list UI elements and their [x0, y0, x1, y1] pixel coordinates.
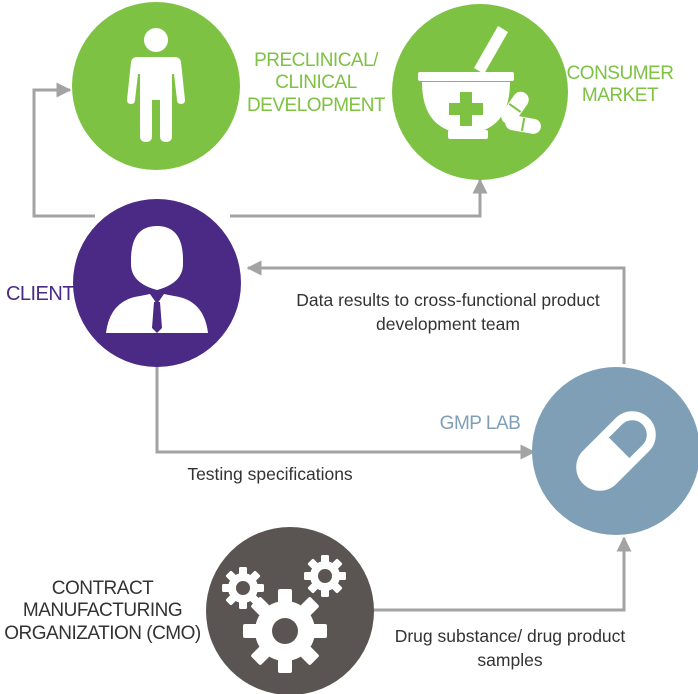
node-cmo: [206, 527, 374, 694]
connectors: [32, 82, 632, 612]
tie-icon: [152, 302, 162, 333]
data-results-note: Data results to cross-functional product…: [296, 290, 600, 334]
node-client: [73, 199, 241, 367]
person-standing-icon: [127, 28, 185, 142]
drug-samples-note: Drug substance/ drug product samples: [394, 626, 626, 670]
cmo-label: CONTRACT MANUFACTURING ORGANIZATION (CMO…: [4, 578, 201, 644]
node-preclinical: [72, 2, 240, 170]
arrow-cmo-to-gmp: [372, 536, 632, 612]
client-label: CLIENT: [5, 283, 75, 305]
arrow-client-to-preclinical: [32, 82, 95, 218]
gmp-lab-label: GMP LAB: [439, 413, 521, 434]
arrow-client-to-gmp: [155, 356, 536, 460]
gears-icon: [222, 555, 346, 673]
arrow-client-to-consumer: [230, 178, 488, 218]
preclinical-label: PRECLINICAL/ CLINICAL DEVELOPMENT: [246, 50, 386, 116]
consumer-market-label: CONSUMER MARKET: [566, 63, 674, 107]
node-consumer: [392, 4, 568, 180]
testing-specifications-note: Testing specifications: [187, 464, 353, 484]
node-gmp-lab: [532, 367, 698, 535]
mortar-pestle-pills-icon: [418, 26, 541, 139]
arrow-gmp-to-client: [246, 260, 626, 364]
